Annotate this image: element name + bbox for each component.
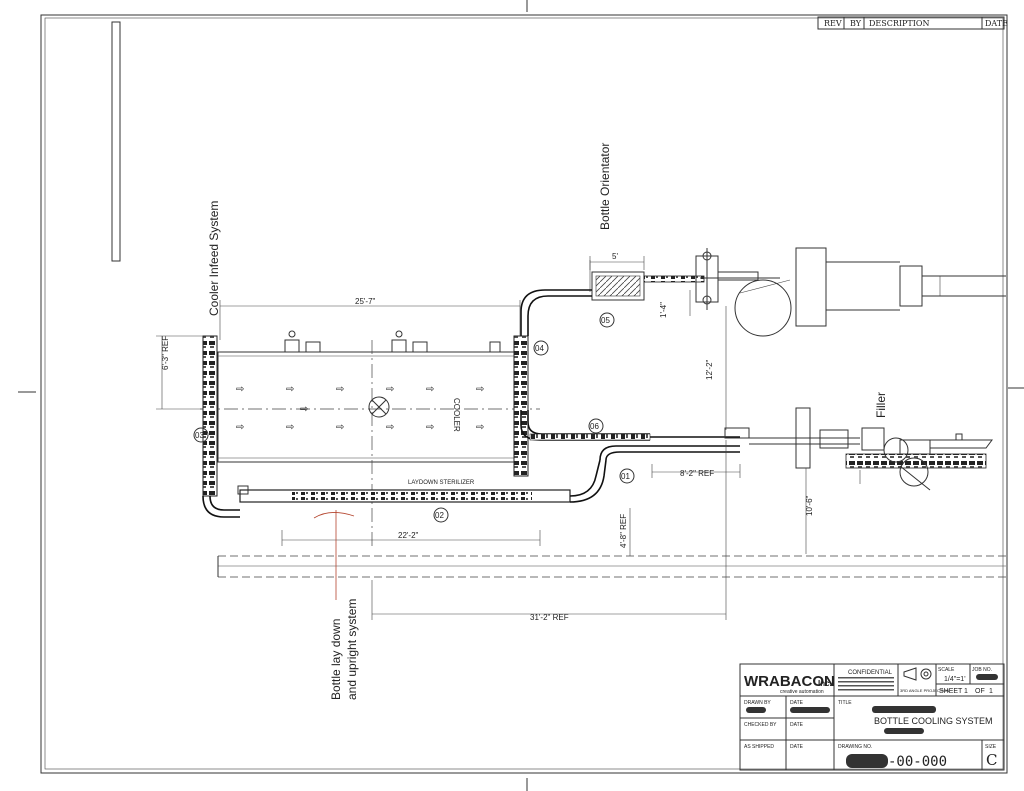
drawn-date-redacted	[790, 707, 830, 713]
as-shipped-label: AS SHIPPED	[744, 744, 774, 750]
confidential-label: CONFIDENTIAL	[848, 670, 893, 676]
drawing-no-redacted	[846, 754, 888, 768]
filler-equipment	[845, 427, 993, 491]
scale-value: 1/4"=1'	[944, 676, 966, 683]
job-no-label: JOB NO.	[972, 667, 992, 673]
of-label: OF	[975, 688, 985, 695]
projection-symbol	[903, 667, 932, 681]
upright-system-label: and upright system	[345, 599, 359, 700]
dim-8-2-ref: 8'-2" REF	[680, 469, 714, 478]
checked-date-label: DATE	[790, 722, 804, 728]
drawn-date-label: DATE	[790, 700, 804, 706]
title-block: WRABACON Inc. creative automation CONFID…	[739, 663, 1005, 771]
by-header: BY	[850, 19, 862, 28]
company-logo: WRABACON	[744, 673, 835, 690]
sheet-number: 1	[964, 688, 968, 695]
filler-label: Filler	[874, 392, 888, 418]
rev-header: REV	[824, 19, 842, 28]
dim-10-6: 10'-6"	[805, 495, 814, 516]
svg-text:⇨: ⇨	[336, 422, 344, 433]
dim-25-7: 25'-7"	[355, 297, 376, 306]
callout-03: 03	[195, 431, 204, 440]
svg-text:⇨: ⇨	[386, 422, 394, 433]
shipped-date-label: DATE	[790, 744, 804, 750]
size-value: C	[986, 751, 997, 769]
svg-text:⇨: ⇨	[386, 384, 394, 395]
laydown-sterilizer-label: LAYDOWN STERILIZER	[408, 480, 475, 486]
equipment-callouts: 01 02 03 04 05 06	[193, 312, 635, 523]
dim-5: 5'	[612, 252, 618, 261]
callout-01: 01	[621, 472, 630, 481]
dimension-texts: 25'-7" 6'-3" REF 5' 1'-4" 12'-2" 8'-2" R…	[161, 252, 814, 622]
callout-02: 02	[435, 511, 444, 520]
svg-text:⇨: ⇨	[426, 384, 434, 395]
filler-supply	[734, 247, 1006, 337]
cooler-motor-right	[391, 330, 428, 353]
svg-text:⇨: ⇨	[476, 422, 484, 433]
title-label: TITLE	[838, 700, 852, 706]
revision-block: REV BY DESCRIPTION DATE	[817, 16, 1008, 30]
svg-text:⇨: ⇨	[336, 384, 344, 395]
drawn-by-redacted	[746, 707, 766, 713]
drawn-by-label: DRAWN BY	[744, 700, 771, 706]
size-label: SIZE	[985, 744, 997, 750]
sheet-total: 1	[989, 688, 993, 695]
bottle-laydown-label: Bottle lay down	[329, 619, 343, 700]
dim-4-8-ref: 4'-8" REF	[619, 514, 628, 548]
scale-label: SCALE	[938, 667, 955, 673]
cooler: ⇨ ⇨ ⇨ ⇨ ⇨ ⇨ ⇨ ⇨ ⇨ ⇨ ⇨ ⇨ ⇨ COOLER	[200, 330, 540, 550]
description-header: DESCRIPTION	[869, 19, 929, 28]
title-sub-redacted	[884, 728, 924, 734]
svg-text:⇨: ⇨	[476, 384, 484, 395]
job-no-redacted	[976, 674, 998, 680]
sheet-label: SHEET	[939, 688, 963, 695]
cooler-infeed-label: Cooler Infeed System	[207, 201, 221, 316]
callout-05: 05	[601, 316, 610, 325]
svg-text:⇨: ⇨	[426, 422, 434, 433]
red-marker	[313, 510, 355, 600]
registration-marks	[18, 0, 1024, 791]
dim-1-4: 1'-4"	[659, 302, 668, 318]
bottle-orientator-label: Bottle Orientator	[598, 143, 612, 230]
drawing-no-label: DRAWING NO.	[838, 744, 872, 750]
conveyor-system	[202, 289, 860, 518]
checked-by-label: CHECKED BY	[744, 722, 777, 728]
flow-arrows: ⇨ ⇨ ⇨ ⇨ ⇨ ⇨ ⇨ ⇨ ⇨ ⇨ ⇨ ⇨ ⇨	[236, 384, 484, 433]
callout-04: 04	[535, 344, 544, 353]
dimension-lines	[156, 256, 807, 620]
drawing-number: -00-000	[888, 754, 947, 770]
date-header: DATE	[985, 19, 1008, 28]
dim-6-3-ref: 6'-3" REF	[161, 336, 170, 370]
dim-31-2-ref: 31'-2" REF	[530, 613, 569, 622]
dim-22-2: 22'-2"	[398, 531, 419, 540]
svg-text:⇨: ⇨	[236, 384, 244, 395]
cooler-label: COOLER	[452, 398, 461, 432]
svg-text:⇨: ⇨	[286, 422, 294, 433]
callout-06: 06	[590, 422, 599, 431]
building-wall-left	[111, 21, 121, 262]
sheet-border	[40, 14, 1008, 774]
cooler-motor-left	[284, 330, 321, 353]
svg-text:⇨: ⇨	[300, 404, 308, 415]
floor-lines	[217, 555, 1006, 578]
bottle-orientator-equipment	[589, 248, 780, 310]
company-suffix: Inc.	[818, 679, 832, 688]
svg-text:⇨: ⇨	[236, 422, 244, 433]
company-tagline: creative automation	[780, 689, 824, 695]
drawing-title: BOTTLE COOLING SYSTEM	[874, 716, 993, 726]
customer-name-redacted	[872, 706, 936, 713]
projection-label: 3RD ANGLE PROJECTION	[900, 688, 949, 693]
svg-text:⇨: ⇨	[286, 384, 294, 395]
dim-12-2: 12'-2"	[705, 359, 714, 380]
